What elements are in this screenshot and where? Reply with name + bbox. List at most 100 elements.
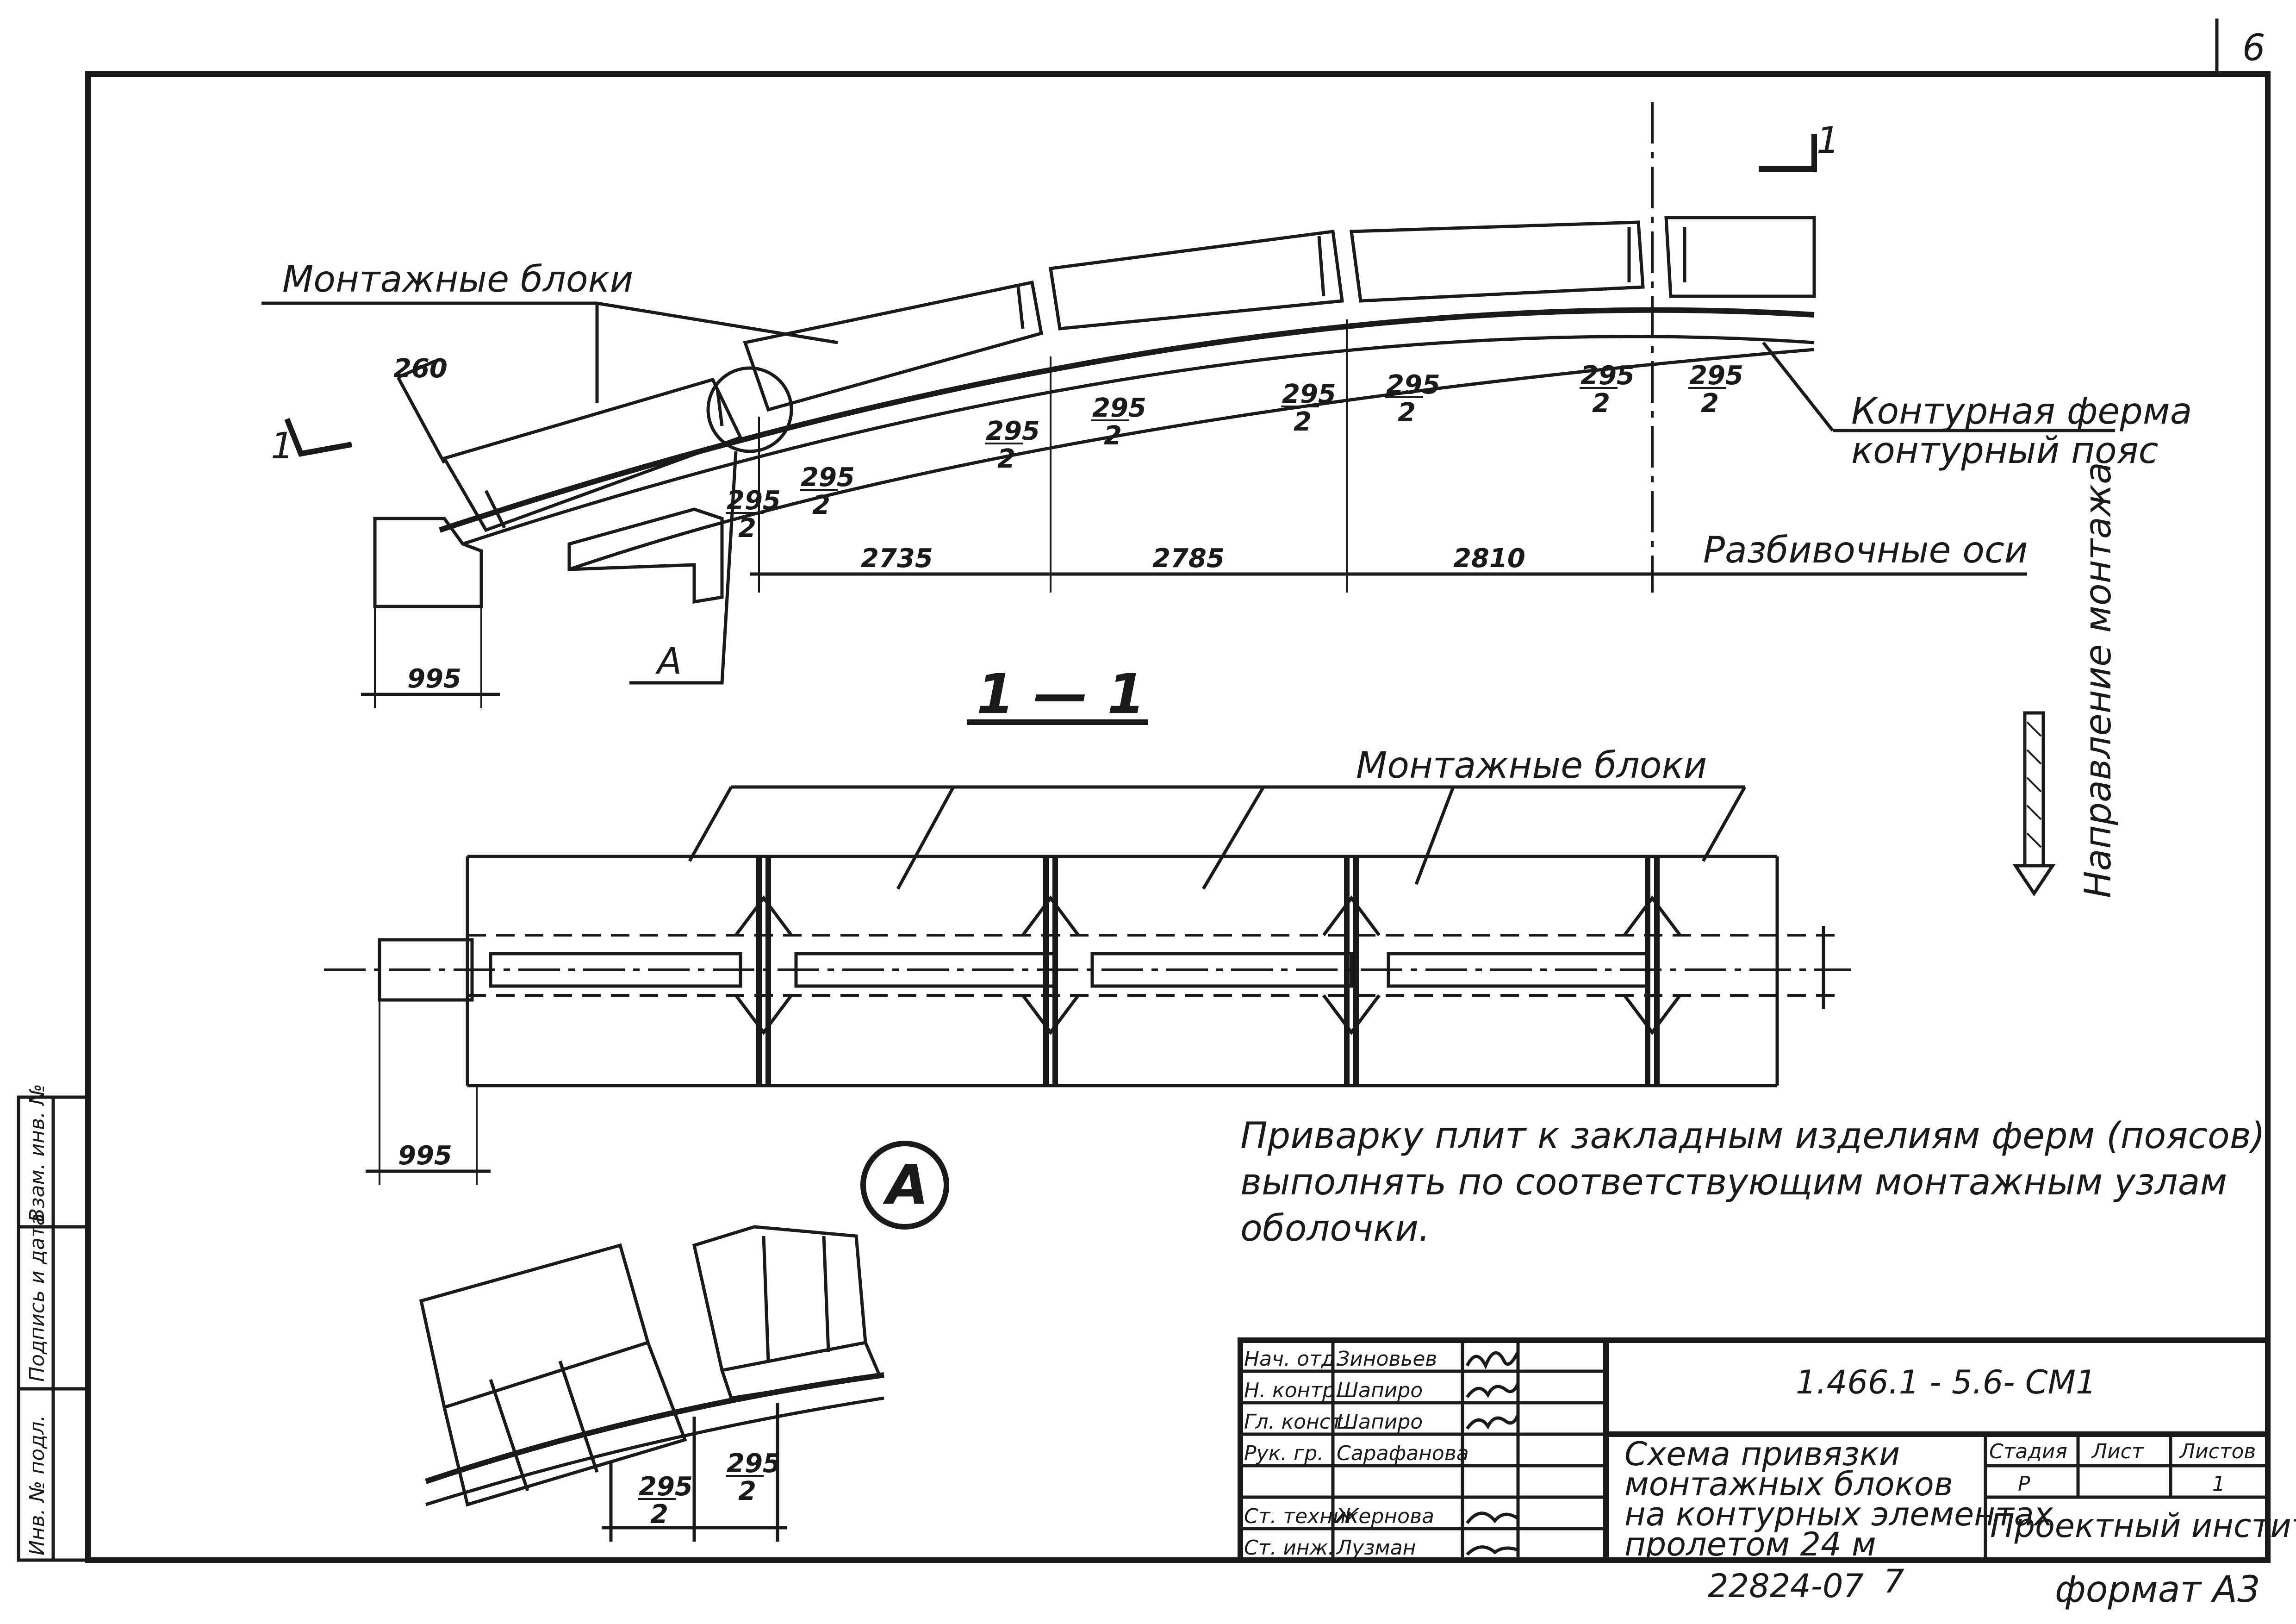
- signature-7: [1466, 1545, 1519, 1556]
- svg-text:295: 295: [1092, 393, 1146, 423]
- dim-995-top: 995: [407, 664, 461, 694]
- plate-3: [1090, 952, 1353, 988]
- tb-organization: Проектный институт №1: [1990, 1507, 2296, 1545]
- tb-name-3: Шапиро: [1337, 1410, 1423, 1434]
- svg-text:2: 2: [997, 444, 1015, 474]
- tb-title-2: монтажных блоков: [1624, 1465, 1953, 1503]
- svg-text:295: 295: [639, 1472, 693, 1502]
- label-layout-axes: Разбивочные оси: [1703, 530, 2028, 571]
- sheet-frame: [85, 71, 2271, 1563]
- svg-text:295: 295: [986, 416, 1040, 446]
- rib-joint-1: [734, 856, 793, 1086]
- tb-role-2: Н. контр.: [1244, 1379, 1342, 1402]
- label-mounting-blocks-top: Монтажные блоки: [282, 259, 633, 300]
- contour-chord-bottom: [462, 335, 1815, 546]
- elevation-view: 1 1 Монтажные блоки Контурная ферма конт…: [261, 102, 2192, 708]
- mounting-block-4: [1350, 220, 1645, 303]
- inventory-number: 22824-07: [1708, 1567, 1864, 1605]
- signature-3: [1466, 1414, 1520, 1430]
- tb-title-1: Схема привязки: [1624, 1435, 1900, 1473]
- svg-text:2: 2: [1701, 388, 1719, 418]
- mounting-block-3: [1048, 230, 1344, 331]
- mounting-block-2: [743, 280, 1044, 412]
- side-stamp: Инв. № подл. Подпись и дата Взам. инв. №: [17, 1084, 90, 1562]
- mounting-block-5: [1664, 216, 1816, 298]
- svg-text:2: 2: [1294, 407, 1312, 437]
- svg-text:2: 2: [1592, 388, 1610, 418]
- support-block: [373, 517, 483, 608]
- rib-joint-4: [1623, 856, 1681, 1086]
- svg-text:2: 2: [1398, 398, 1416, 428]
- svg-text:2: 2: [650, 1499, 668, 1530]
- tb-sheet-code: 1.466.1 - 5.6- СМ1: [1796, 1363, 2097, 1401]
- svg-text:2: 2: [738, 513, 756, 543]
- tb-role-6: Ст. техник: [1244, 1505, 1358, 1528]
- section-mark-top-label: 1: [1817, 120, 1840, 162]
- svg-text:295: 295: [1580, 361, 1635, 391]
- tb-name-2: Шапиро: [1337, 1379, 1423, 1402]
- tb-sheet-header: Лист: [2091, 1440, 2144, 1463]
- rib-joint-3: [1322, 856, 1381, 1086]
- sheet-format: формат А3: [2055, 1569, 2260, 1611]
- tb-name-7: Лузман: [1336, 1536, 1416, 1560]
- side-stamp-field-1: Инв. № подл.: [25, 1415, 49, 1555]
- tb-title-3: на контурных элементах: [1624, 1495, 2053, 1533]
- svg-text:295: 295: [727, 1449, 781, 1479]
- svg-text:295: 295: [801, 462, 855, 493]
- section-title: 1 — 1: [977, 662, 1145, 726]
- dim-995-bottom: 995: [398, 1141, 452, 1171]
- section-mark-top: [1759, 134, 1817, 172]
- svg-text:295: 295: [1282, 379, 1336, 409]
- node-a-letter: А: [655, 641, 682, 682]
- svg-text:2: 2: [812, 490, 830, 520]
- tb-name-6: Жернова: [1335, 1505, 1434, 1528]
- tb-name-1: Зиновьев: [1337, 1347, 1437, 1371]
- tb-stage-value: Р: [2018, 1472, 2030, 1496]
- note-line-1: Приварку плит к закладным изделиям ферм …: [1240, 1115, 2265, 1157]
- contour-truss-lower: [568, 348, 1815, 571]
- note-line-2: выполнять по соответствующим монтажным у…: [1240, 1162, 2227, 1203]
- sheet-number: 6: [2242, 27, 2265, 69]
- side-stamp-field-2: Подпись и дата: [25, 1213, 49, 1382]
- label-install-direction: Направление монтажа: [2078, 462, 2119, 898]
- mounting-block-1: [442, 377, 743, 532]
- tb-sheets-header: Листов: [2179, 1440, 2256, 1463]
- rib-joint-2: [1021, 856, 1080, 1086]
- signature-2: [1466, 1382, 1520, 1399]
- tb-role-7: Ст. инж.: [1244, 1536, 1334, 1560]
- tb-name-4: Сарафанова: [1337, 1442, 1469, 1465]
- svg-text:2: 2: [1104, 421, 1122, 451]
- section-mark-left: [284, 418, 353, 457]
- dim-260: 260: [393, 354, 448, 384]
- support-bracket: [567, 507, 724, 604]
- svg-text:295: 295: [1386, 370, 1440, 400]
- tb-role-3: Гл. конст.: [1244, 1410, 1349, 1434]
- plate-1: [489, 952, 742, 988]
- note-line-3: оболочки.: [1240, 1208, 1430, 1249]
- dim-2810: 2810: [1453, 543, 1525, 574]
- detail-a-letter: А: [883, 1153, 928, 1217]
- tb-title-4: пролетом 24 м: [1624, 1525, 1876, 1563]
- node-a-callout-circle: [706, 366, 793, 453]
- signature-1: [1465, 1351, 1520, 1370]
- section-1-1-view: Монтажные блоки 995: [324, 745, 1851, 1185]
- tb-stage-header: Стадия: [1989, 1440, 2067, 1463]
- tb-role-4: Рук. гр.: [1244, 1442, 1324, 1465]
- side-stamp-field-3: Взам. инв. №: [25, 1084, 49, 1222]
- title-block: Нач. отд. Н. контр. Гл. конст. Рук. гр. …: [1238, 1337, 2296, 1563]
- tb-role-1: Нач. отд.: [1244, 1347, 1342, 1371]
- contour-chord-top: [439, 307, 1815, 533]
- label-contour-truss: Контурная ферма: [1851, 391, 2192, 432]
- signature-6: [1466, 1512, 1519, 1524]
- section-mark-left-label: 1: [271, 425, 294, 467]
- install-direction-arrow: [2012, 711, 2056, 897]
- label-mounting-blocks-section: Монтажные блоки: [1356, 745, 1707, 787]
- label-contour-belt: контурный пояс: [1851, 430, 2159, 472]
- svg-text:2: 2: [738, 1476, 756, 1506]
- svg-text:295: 295: [1689, 361, 1743, 391]
- dim-2785: 2785: [1152, 543, 1225, 574]
- tb-sheets-value: 1: [2212, 1472, 2225, 1496]
